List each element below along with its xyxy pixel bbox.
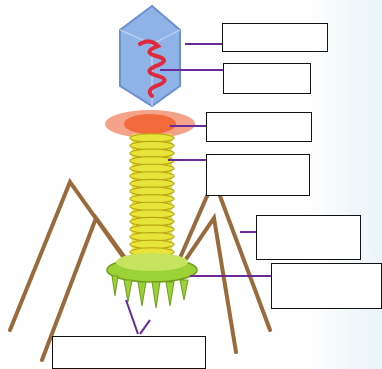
label-box-base-plate[interactable]	[271, 263, 382, 309]
label-box-tail-fiber[interactable]	[256, 215, 361, 260]
label-box-collar[interactable]	[206, 112, 312, 142]
label-box-head[interactable]	[222, 23, 328, 52]
label-box-spikes[interactable]	[52, 336, 206, 369]
label-box-sheath[interactable]	[206, 154, 310, 196]
tail-sheath	[130, 134, 174, 258]
label-box-dna[interactable]	[223, 63, 311, 94]
collar	[124, 114, 176, 134]
